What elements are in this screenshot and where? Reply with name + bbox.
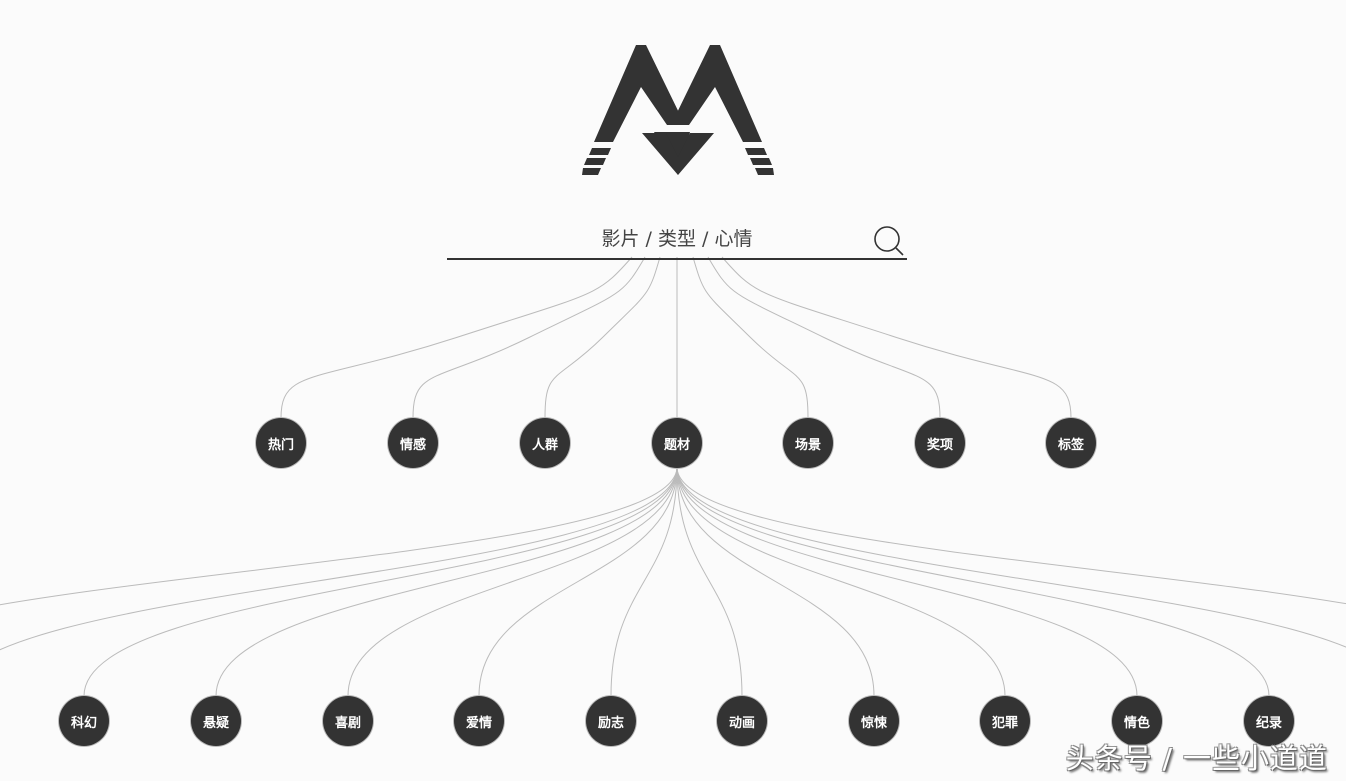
tree-link	[676, 466, 743, 697]
tree-link	[347, 466, 678, 697]
search-bar	[447, 222, 907, 260]
node-label: 动画	[728, 715, 755, 731]
node-label: 热门	[267, 437, 294, 453]
category-node[interactable]: 场景	[783, 418, 833, 468]
search-input[interactable]	[447, 222, 867, 256]
node-label: 奖项	[926, 437, 953, 453]
tree-link	[478, 466, 678, 697]
subcategory-node[interactable]: 犯罪	[980, 696, 1030, 746]
node-label: 爱情	[465, 715, 492, 731]
tree-link	[721, 256, 1072, 419]
category-node[interactable]: 标签	[1046, 418, 1096, 468]
subcategory-node[interactable]: 励志	[586, 696, 636, 746]
category-node[interactable]: 题材	[652, 418, 702, 468]
node-label: 纪录	[1255, 715, 1282, 731]
node-label: 人群	[531, 437, 558, 453]
tree-link	[0, 466, 678, 651]
tree-link	[544, 256, 661, 419]
node-label: 惊悚	[860, 715, 887, 731]
tree-link	[676, 466, 1346, 605]
tree-link	[707, 256, 941, 419]
subcategory-node[interactable]: 纪录	[1244, 696, 1294, 746]
search-icon[interactable]	[873, 224, 907, 258]
tree-link	[83, 466, 678, 697]
node-label: 题材	[663, 437, 690, 453]
m-mountain-logo-icon	[582, 45, 774, 175]
subcategory-node[interactable]: 动画	[717, 696, 767, 746]
node-label: 场景	[794, 437, 821, 453]
node-label: 情色	[1123, 715, 1150, 731]
subcategory-node[interactable]: 喜剧	[323, 696, 373, 746]
watermark: 头条号 / 一些小道道	[1065, 742, 1328, 775]
node-label: 悬疑	[202, 715, 229, 731]
subcategory-node[interactable]: 悬疑	[191, 696, 241, 746]
tree-link	[676, 466, 875, 697]
node-label: 喜剧	[334, 715, 361, 731]
category-node[interactable]: 热门	[256, 418, 306, 468]
node-label: 标签	[1057, 437, 1084, 453]
tree-link	[676, 466, 1270, 697]
category-node[interactable]: 情感	[388, 418, 438, 468]
node-label: 情感	[399, 437, 426, 453]
tree-link	[676, 466, 1346, 648]
node-label: 励志	[597, 715, 624, 731]
category-node[interactable]: 人群	[520, 418, 570, 468]
node-label: 犯罪	[991, 715, 1018, 731]
tree-link	[280, 256, 633, 419]
subcategory-node[interactable]: 科幻	[59, 696, 109, 746]
tree-link	[610, 466, 678, 697]
tree-link	[215, 466, 678, 697]
subcategory-node[interactable]: 情色	[1112, 696, 1162, 746]
subcategory-node[interactable]: 惊悚	[849, 696, 899, 746]
tree-link	[0, 466, 678, 606]
category-node[interactable]: 奖项	[915, 418, 965, 468]
tree-link	[676, 466, 1138, 697]
tree-link	[412, 256, 646, 419]
node-label: 科幻	[70, 715, 97, 731]
tree-link	[692, 256, 809, 419]
tree-link	[676, 466, 1006, 697]
subcategory-node[interactable]: 爱情	[454, 696, 504, 746]
